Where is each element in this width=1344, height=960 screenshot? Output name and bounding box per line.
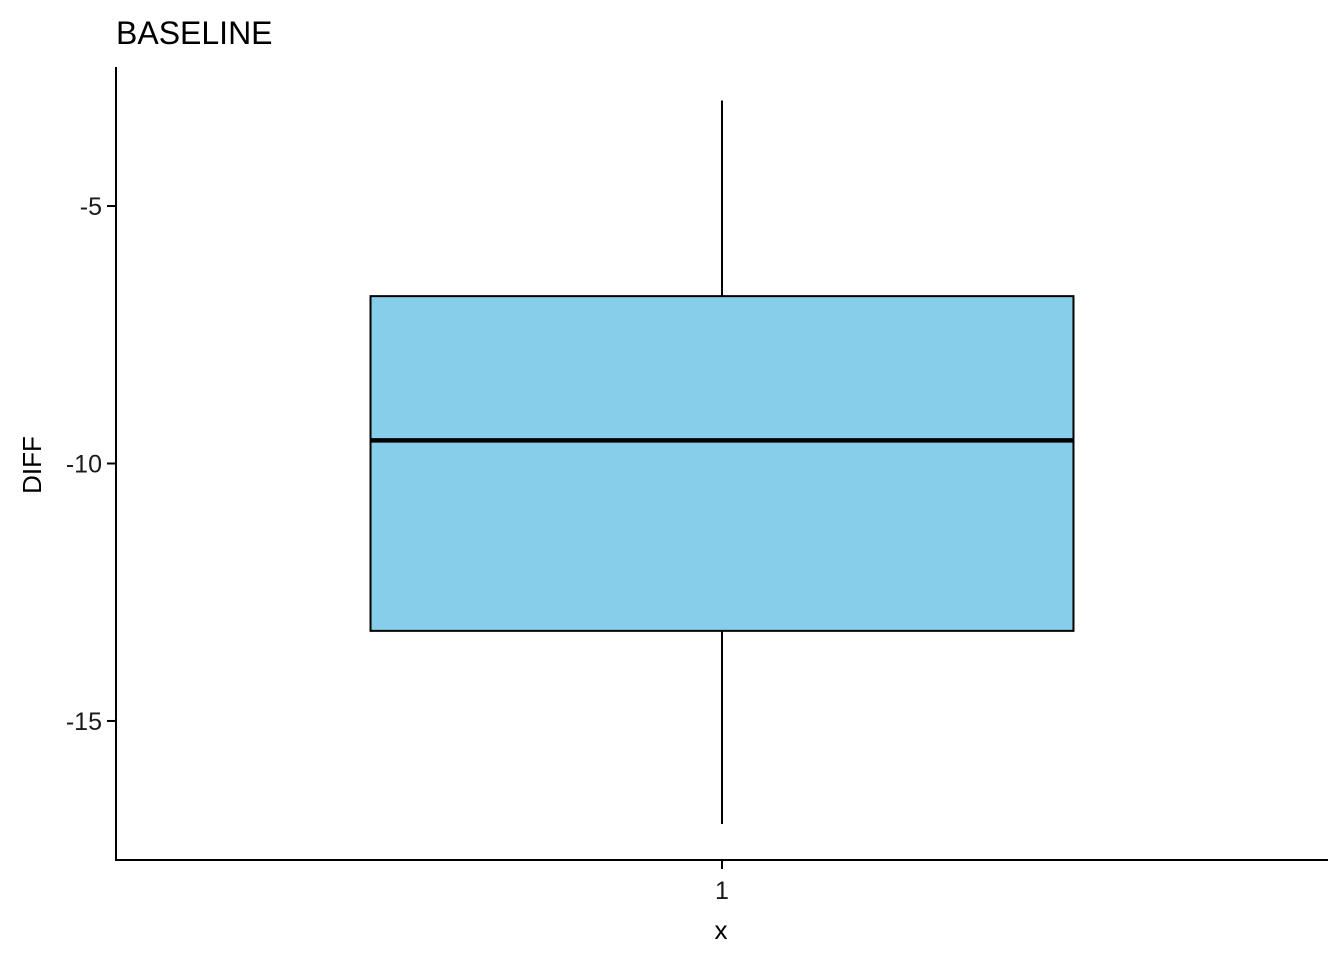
axes: -5 -10 -15 1	[66, 67, 1328, 905]
y-tick-label: -10	[66, 451, 102, 479]
box-1	[369, 100, 1075, 824]
chart-title: BASELINE	[116, 15, 273, 51]
iqr-box	[369, 295, 1075, 632]
y-tick-label: -15	[66, 708, 102, 736]
y-tick-label: -5	[80, 193, 102, 221]
x-tick-label: 1	[715, 877, 729, 905]
y-axis-title: DIFF	[17, 436, 47, 494]
x-axis-title: x	[715, 915, 728, 945]
plot-area	[369, 100, 1075, 824]
